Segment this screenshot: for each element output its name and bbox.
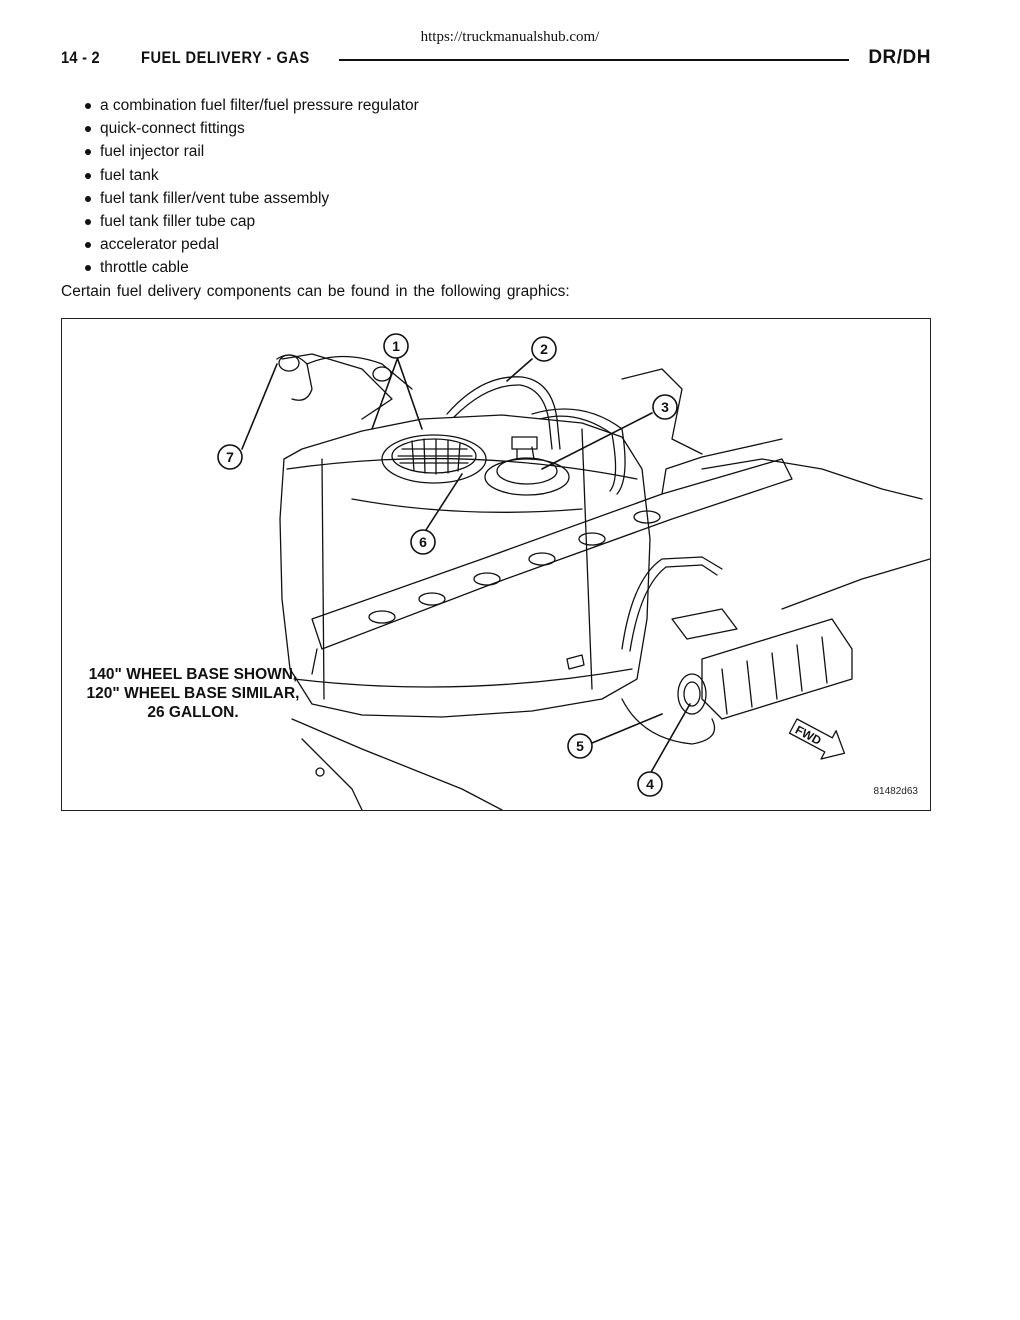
intro-paragraph: Certain fuel delivery components can be … — [61, 283, 570, 300]
frame-hole — [473, 572, 501, 586]
list-item: a combination fuel filter/fuel pressure … — [82, 94, 419, 117]
bolt — [566, 654, 585, 670]
bullet-icon — [85, 103, 91, 109]
fuel-system-figure: FWD 1 2 3 4 5 6 7 140" WHEEL BASE SHOWN,… — [61, 318, 931, 811]
bullet-icon — [85, 219, 91, 226]
list-item: fuel tank filler tube cap — [82, 210, 419, 233]
fuel-tank-rib — [581, 428, 593, 690]
bolt — [315, 767, 325, 777]
fuel-pump-module-ring — [381, 434, 487, 484]
svg-text:5: 5 — [576, 738, 584, 754]
section-title: FUEL DELIVERY - GAS — [141, 48, 310, 67]
caption-line: 140" WHEEL BASE SHOWN, — [88, 666, 298, 683]
frame-rail — [291, 718, 503, 810]
source-url[interactable]: https://truckmanualshub.com/ — [420, 29, 600, 45]
filler-neck — [276, 354, 313, 401]
svg-text:3: 3 — [661, 399, 669, 415]
fuel-filter-regulator — [496, 457, 558, 485]
fuel-filter-regulator-base — [484, 458, 570, 496]
frame-hole — [418, 592, 446, 606]
evap-fitting — [677, 673, 707, 715]
figure-caption: 140" WHEEL BASE SHOWN, 120" WHEEL BASE S… — [78, 665, 308, 722]
figure-id: 81482d63 — [873, 786, 919, 797]
fuel-line — [453, 384, 553, 450]
frame-hole — [633, 510, 661, 524]
filler-neck-hose — [306, 355, 413, 390]
fuel-system-illustration: FWD 1 2 3 4 5 6 7 — [217, 333, 930, 810]
regulator-fitting — [511, 436, 538, 460]
bullet-icon — [85, 172, 91, 179]
list-item: quick-connect fittings — [82, 117, 419, 140]
svg-text:6: 6 — [419, 534, 427, 550]
page-number: 14 - 2 — [61, 48, 100, 67]
callout-4: 4 — [637, 771, 663, 797]
frame-rail — [781, 558, 930, 610]
fuel-pump-grid — [397, 438, 473, 475]
svg-text:4: 4 — [646, 776, 654, 792]
leader-line-7 — [241, 363, 278, 450]
list-item: throttle cable — [82, 256, 419, 279]
tank-strap — [351, 498, 583, 513]
vent-line — [539, 415, 617, 492]
svg-text:2: 2 — [540, 341, 548, 357]
evap-hose — [621, 556, 723, 650]
evap-fitting-inner — [683, 681, 701, 707]
frame-hole — [528, 552, 556, 566]
caption-line: 120" WHEEL BASE SIMILAR, — [86, 685, 300, 702]
evap-canister-ribs — [721, 636, 828, 715]
evap-canister — [701, 618, 853, 720]
fuel-line — [446, 376, 561, 450]
leader-line-2 — [506, 358, 533, 382]
callout-7: 7 — [217, 444, 243, 470]
bullet-icon — [85, 242, 91, 249]
fuel-tank-outline — [279, 414, 651, 718]
callout-5: 5 — [567, 733, 593, 759]
callout-2: 2 — [531, 336, 557, 362]
frame-rail — [701, 458, 923, 500]
evap-bracket — [621, 698, 716, 745]
callout-1: 1 — [383, 333, 409, 359]
leader-line-6 — [423, 473, 463, 534]
frame-rail — [301, 738, 363, 810]
fuel-pump-module — [391, 438, 477, 474]
leader-line-1b — [371, 356, 399, 430]
leader-line-5 — [591, 713, 663, 744]
model-code: DR/DH — [868, 47, 931, 68]
bullet-icon — [85, 149, 91, 156]
filler-neck-opening — [278, 354, 300, 372]
bullet-icon — [85, 195, 91, 202]
svg-text:7: 7 — [226, 449, 234, 465]
list-item: fuel tank filler/vent tube assembly — [82, 187, 419, 210]
running-head: 14 - 2 FUEL DELIVERY - GAS DR/DH — [61, 47, 931, 72]
list-item: fuel injector rail — [82, 140, 419, 163]
bullet-icon — [85, 126, 91, 133]
frame-hole — [578, 532, 606, 546]
frame-crossmember — [311, 458, 793, 650]
fuel-tank-seam — [293, 668, 633, 688]
frame-crossmember-edge — [311, 438, 783, 675]
fwd-arrow: FWD — [788, 718, 846, 760]
evap-valve — [671, 608, 738, 640]
bullet-icon — [85, 265, 91, 272]
frame-hole — [368, 610, 396, 624]
leader-line-4 — [649, 703, 691, 775]
callout-3: 3 — [652, 394, 678, 420]
leader-line-3 — [541, 412, 653, 470]
caption-line: 26 GALLON. — [147, 704, 239, 721]
evap-hose — [629, 564, 718, 652]
frame-rail — [281, 353, 393, 420]
header-rule — [339, 59, 849, 61]
frame-rail — [621, 368, 703, 455]
leader-line-1a — [396, 356, 423, 430]
callout-6: 6 — [410, 529, 436, 555]
list-item: accelerator pedal — [82, 233, 419, 256]
fuel-tank-seam — [286, 457, 638, 480]
fuel-tank-rib — [321, 458, 325, 700]
component-list: a combination fuel filter/fuel pressure … — [82, 94, 419, 280]
filler-cap-fitting — [372, 366, 392, 382]
list-item: fuel tank — [82, 164, 419, 187]
svg-text:1: 1 — [392, 338, 400, 354]
